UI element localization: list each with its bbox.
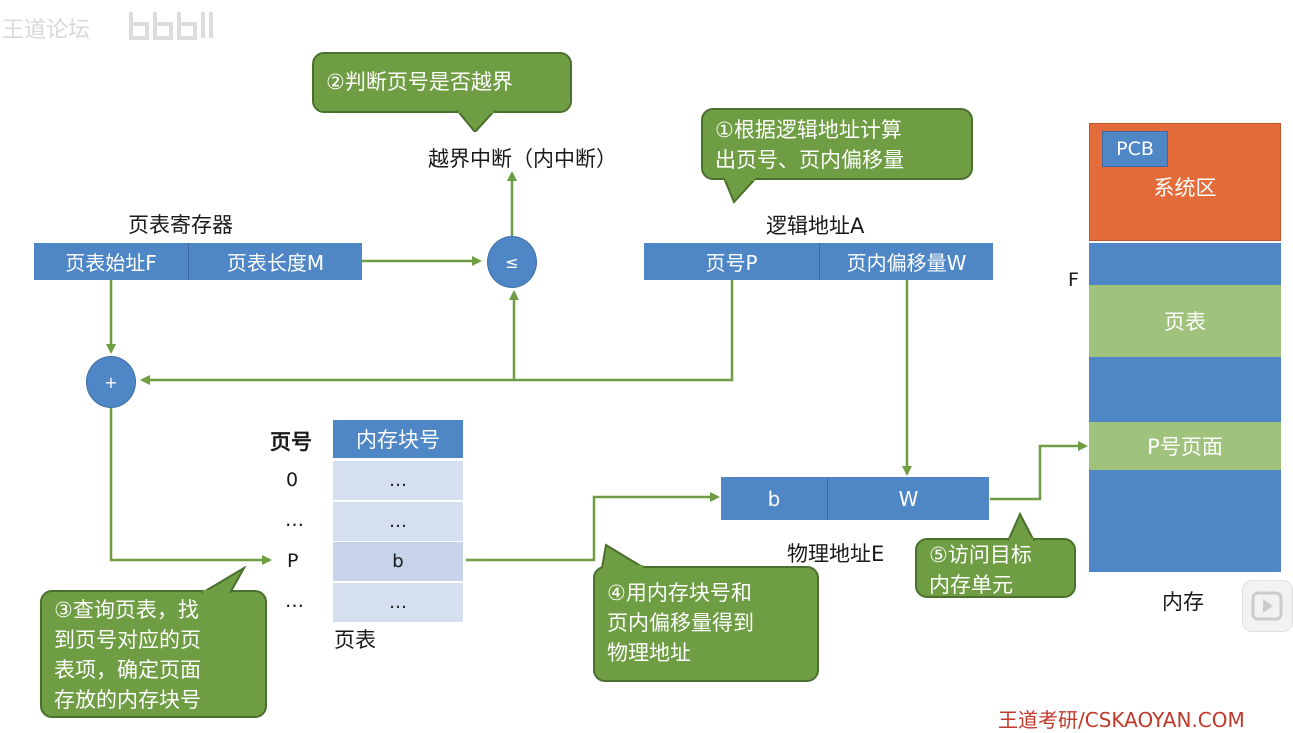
- memory-page-table-label: 页表: [1164, 310, 1206, 334]
- page-table-index-3: …: [285, 590, 304, 612]
- compare-operator: ≤: [487, 236, 537, 288]
- add-operator: +: [86, 356, 136, 408]
- register-start-address: 页表始址F: [34, 243, 188, 280]
- memory-f-marker: F: [1068, 269, 1079, 291]
- footer-brand: 王道考研/CSKAOYAN.COM: [998, 708, 1245, 732]
- page-table-index-header: 页号: [270, 430, 312, 454]
- bilibili-logo-icon: [125, 8, 220, 42]
- callout-access-memory-tail: [1007, 512, 1035, 542]
- memory-block-3: [1089, 470, 1281, 572]
- arrow-row-to-physical: [466, 492, 720, 562]
- memory-page-table: 页表: [1089, 285, 1281, 357]
- memory-p-page: P号页面: [1089, 422, 1281, 470]
- callout-compute-page-tail: [723, 178, 757, 204]
- physical-block-number: b: [721, 477, 827, 520]
- callout-access-memory: ⑤访问目标 内存单元: [915, 538, 1076, 598]
- system-area-label: 系统区: [1153, 176, 1217, 200]
- memory-p-page-label: P号页面: [1147, 435, 1223, 459]
- memory-pcb: PCB: [1102, 131, 1168, 167]
- play-icon: [1251, 591, 1283, 621]
- page-table-index-p: P: [287, 550, 299, 572]
- page-table-block-0: …: [333, 461, 463, 500]
- overflow-interrupt-label: 越界中断（内中断）: [428, 147, 617, 171]
- memory-block-1: [1089, 243, 1281, 285]
- callout-check-bounds-tail: [456, 110, 496, 132]
- memory-block-2: [1089, 357, 1281, 422]
- page-table-block-1: …: [333, 502, 463, 541]
- page-table-caption: 页表: [334, 628, 376, 652]
- logical-page-number: 页号P: [644, 243, 819, 280]
- logical-page-offset: 页内偏移量W: [819, 243, 993, 280]
- page-table-block-3: …: [333, 583, 463, 622]
- watermark: 王道论坛: [2, 18, 91, 43]
- physical-offset: W: [827, 477, 989, 520]
- page-table-block-header: 内存块号: [333, 420, 463, 458]
- arrow-adder-to-row: [109, 408, 272, 565]
- memory-caption: 内存: [1162, 590, 1204, 614]
- callout-compute-physical-tail: [601, 543, 645, 569]
- memory-system-area: 系统区: [1089, 123, 1281, 241]
- register-table-length: 页表长度M: [188, 243, 362, 280]
- page-table-block-p: b: [333, 542, 463, 581]
- callout-lookup-table-tail: [201, 566, 247, 594]
- physical-address-label: 物理地址E: [787, 542, 885, 566]
- logical-address-label: 逻辑地址A: [766, 214, 865, 238]
- callout-lookup-table: ③查询页表，找 到页号对应的页 表项，确定页面 存放的内存块号: [40, 590, 267, 718]
- arrow-physical-to-page: [990, 441, 1088, 501]
- callout-compute-page: ①根据逻辑地址计算 出页号、页内偏移量: [701, 108, 973, 180]
- page-table-index-1: …: [285, 509, 304, 531]
- arrow-page-to-adder: [140, 278, 734, 385]
- page-table-register-label: 页表寄存器: [128, 213, 233, 237]
- callout-compute-physical: ④用内存块号和 页内偏移量得到 物理地址: [593, 566, 819, 682]
- callout-check-bounds: ②判断页号是否越界: [312, 52, 572, 113]
- page-table-index-0: 0: [286, 469, 299, 491]
- play-button[interactable]: [1242, 580, 1293, 632]
